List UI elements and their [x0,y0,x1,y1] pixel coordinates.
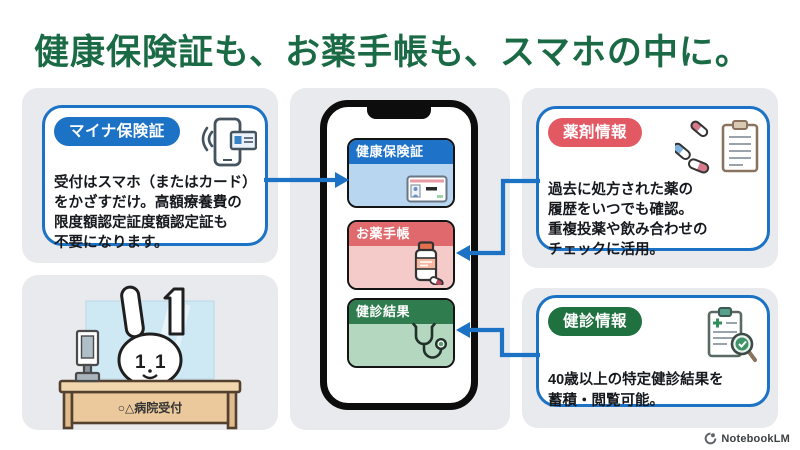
text-line: 不要になります。 [54,235,169,251]
medication-card-description: 過去に処方された薬の 履歴をいつでも確認。 重複投薬や飲み合わせの チェックに活… [548,180,763,260]
desk-sign: ○△病院受付 [118,400,182,415]
myna-insurance-badge: マイナ保険証 [54,117,180,146]
medication-info-panel: 薬剤情報 [522,88,778,268]
app-card-label: 健診結果 [356,304,411,319]
medicine-bottle-icon [414,241,444,285]
rabbit-right-ear [163,287,185,336]
checkup-card-header-row: 健診情報 [548,307,763,363]
card-reader-icon [74,329,101,383]
checkup-info-card: 健診情報 [536,295,770,409]
checkup-card-description: 40歳以上の特定健診結果を 蓄積・閲覧可能。 [548,370,763,412]
text-line: 過去に処方された薬の [548,182,693,198]
text-line: 蓄積・閲覧可能。 [548,393,664,409]
medication-info-card: 薬剤情報 [536,106,770,258]
text-line: 40歳以上の特定健診結果を [548,372,724,388]
green-cross-icon [713,318,722,328]
app-card-checkup-results: 健診結果 [347,298,455,368]
checkup-info-badge: 健診情報 [548,307,643,336]
myna-card-description: 受付はスマホ（またはカード） をかざすだけ。高額療養費の 限度額認定証度額認定証… [54,173,261,253]
stethoscope-icon [412,323,448,359]
app-card-header: お薬手帳 [349,222,453,246]
hospital-reception-panel: 1 1 ○△病院受付 [22,275,278,430]
notebooklm-logo-icon [705,432,717,445]
checkup-info-panel: 健診情報 [522,288,778,428]
myna-card-header-row: マイナ保険証 [54,117,261,167]
text-line: 受付はスマホ（またはカード） [54,175,257,191]
rabbit-eye: 1 [155,352,166,373]
myna-insurance-card: マイナ保険証 受付はスマホ（またはカード） をかざすだけ。高額療養費の 限度額認… [42,105,268,251]
app-card-body [349,323,453,366]
capsule-icon [687,158,710,174]
app-card-insurance: 健康保険証 [347,138,455,208]
reception-desk [58,379,242,430]
smartphone-panel: 健康保険証 お薬手帳 [290,88,510,430]
rabbit-eye: 1 [135,352,146,373]
text-line: チェックに活用。 [548,242,664,258]
app-card-header: 健康保険証 [349,140,453,164]
clipboard-magnifier-icon [707,307,757,362]
medication-card-header-row: 薬剤情報 [548,118,763,174]
id-card-icon [406,175,448,203]
app-card-body [349,164,453,206]
notebooklm-brand: NotebookLM [704,432,790,445]
text-line: 履歴をいつでも確認。 [548,202,693,218]
brand-label: NotebookLM [721,432,790,445]
page-title: 健康保険証も、お薬手帳も、スマホの中に。 [34,33,751,72]
myna-insurance-panel: マイナ保険証 受付はスマホ（またはカード） をかざすだけ。高額療養費の 限度額認… [22,88,278,263]
phone-notch [367,106,431,119]
app-card-medicine-notebook: お薬手帳 [347,220,455,290]
smartphone: 健康保険証 お薬手帳 [320,100,478,410]
capsule-icon [675,142,691,160]
rabbit-nose [148,369,152,373]
phone-nfc-card-icon [201,117,257,167]
app-card-header: 健診結果 [349,300,453,324]
app-card-label: 健康保険証 [356,144,424,159]
card-reader-stand [82,363,93,375]
capsules-clipboard-icon [675,120,759,174]
rabbit-mouth [142,374,158,380]
card-reader-display [80,335,95,359]
text-line: 限度額認定証度額認定証も [54,215,228,231]
card-reader-base [74,371,101,383]
capsule-icon [690,120,709,138]
app-card-label: お薬手帳 [356,226,411,241]
text-line: 重複投薬や飲み合わせの [548,222,708,238]
medication-info-badge: 薬剤情報 [548,118,643,147]
desk-top [58,379,242,394]
app-card-body [349,241,453,288]
reception-illustration: 1 1 ○△病院受付 [58,285,242,430]
text-line: をかざすだけ。高額療養費の [54,195,242,211]
